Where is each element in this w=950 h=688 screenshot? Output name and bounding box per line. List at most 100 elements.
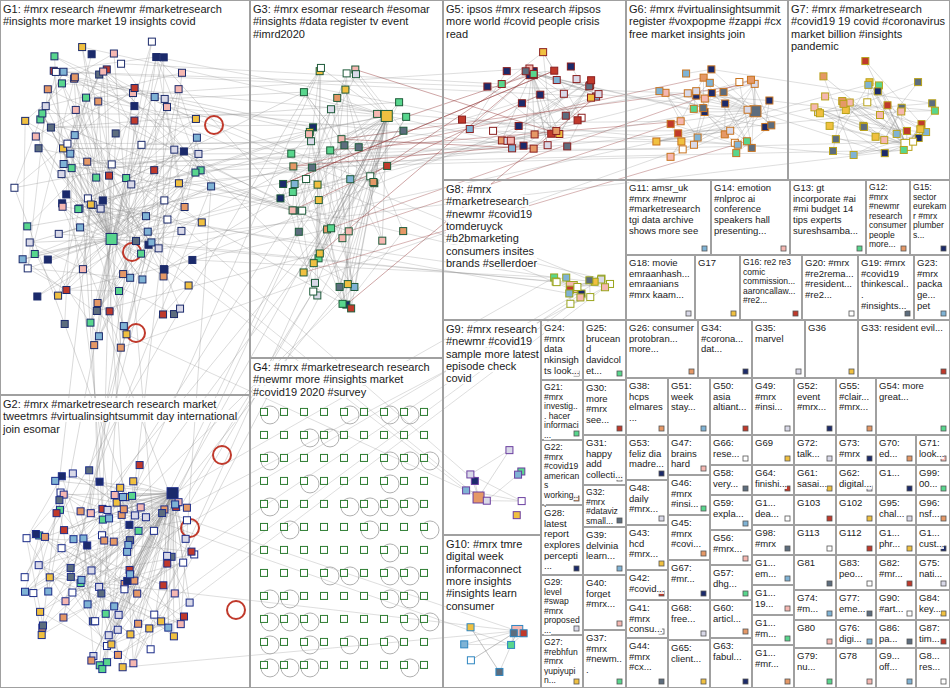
vertex <box>675 130 682 137</box>
label-block: G55: #clair... #mrx... <box>839 381 873 413</box>
group-label: G30: more #mrx see... <box>586 382 609 425</box>
vertex <box>185 282 192 289</box>
vertex <box>463 487 470 494</box>
vertex <box>106 172 113 179</box>
vertex <box>659 679 664 684</box>
group-box: G96: nsf... <box>916 495 950 525</box>
vertex <box>106 233 117 244</box>
label-block: G68: free... <box>671 603 707 624</box>
vertex <box>617 566 622 571</box>
group-label: G24: #mrx data nkinsights look... <box>544 322 579 376</box>
network-edge <box>91 493 172 660</box>
network-edge <box>870 82 907 145</box>
vertex <box>941 311 946 316</box>
label-block: G96: nsf... <box>919 498 947 519</box>
label-block: G53: feliz dia madre... <box>629 438 665 470</box>
vertex <box>381 523 388 530</box>
vertex <box>872 133 879 140</box>
network-edge <box>112 164 475 481</box>
vertex <box>602 284 609 291</box>
vertex <box>566 290 573 297</box>
vertex <box>484 83 491 90</box>
group-label: G51: week stay... <box>671 380 696 412</box>
vertex <box>60 614 67 621</box>
vertex <box>865 81 872 88</box>
vertex <box>941 516 946 521</box>
vertex <box>827 679 832 684</box>
vertex <box>126 521 133 528</box>
network-edge <box>470 450 509 474</box>
label-block: G43: hcd #mrx... <box>629 528 665 560</box>
vertex <box>281 592 288 599</box>
network-edge <box>14 144 67 188</box>
vertex <box>540 49 547 56</box>
label-block: G71: look... <box>919 438 947 459</box>
vertex <box>461 641 468 648</box>
vertex <box>30 590 37 597</box>
vertex <box>577 294 584 301</box>
group-box: G8... res... <box>916 648 950 688</box>
label-block: G49: #mrx #insi... <box>755 381 791 413</box>
vertex <box>747 76 754 83</box>
vertex <box>867 516 872 521</box>
vertex <box>900 146 907 153</box>
network-edge <box>114 504 175 541</box>
vertex <box>347 176 354 183</box>
label-block: G82: #mr... <box>879 558 913 579</box>
vertex <box>513 512 520 519</box>
network-edge <box>865 61 921 124</box>
label-block: G10: #mrx tmre digital week informaconne… <box>446 538 540 612</box>
group-label: G9: #mrx research #newmr #covid19 sample… <box>446 323 539 384</box>
network-edge <box>346 97 596 305</box>
vertex <box>907 639 912 644</box>
group-label: G96: nsf... <box>919 497 940 519</box>
group-box: G11: amsr_uk #mrx #newmr #marketresearch… <box>626 180 711 255</box>
vertex <box>766 97 773 104</box>
vertex <box>473 492 484 503</box>
vertex <box>384 162 391 169</box>
vertex <box>26 239 33 246</box>
network-edge <box>62 476 102 593</box>
vertex <box>483 497 490 504</box>
vertex <box>75 206 82 213</box>
vertex <box>401 454 408 461</box>
network-edge <box>123 493 173 667</box>
vertex <box>62 598 69 605</box>
group-box: G55: #clair... #mrx... <box>836 378 876 435</box>
label-block: G38: hcps elmares... <box>629 381 665 424</box>
group-label: G86: pa... <box>879 622 900 644</box>
group-box: G75: nati... <box>916 555 950 590</box>
vertex <box>114 626 121 633</box>
group-box: G6: #mrx #virtualinsightsummit register … <box>626 0 788 180</box>
vertex <box>68 165 75 172</box>
group-label: G14: emotion #nlproc ai conference speak… <box>714 182 771 236</box>
vertex <box>884 102 891 109</box>
network-edge <box>524 98 591 146</box>
vertex <box>180 148 187 155</box>
vertex <box>321 592 328 599</box>
label-block: G62: digital... <box>839 468 873 489</box>
vertex <box>60 161 67 168</box>
vertex <box>793 311 798 316</box>
vertex <box>281 638 288 645</box>
vertex <box>301 661 308 668</box>
vertex <box>261 431 268 438</box>
label-block: G5: ipsos #mrx research #ipsos more worl… <box>446 3 623 40</box>
network-edge <box>330 121 680 150</box>
vertex <box>915 79 922 86</box>
vertex <box>734 141 741 148</box>
network-edge <box>534 74 705 112</box>
network-edge <box>54 71 114 542</box>
vertex <box>849 311 854 316</box>
vertex <box>421 615 428 622</box>
vertex <box>743 591 748 596</box>
self-loop <box>213 446 231 464</box>
network-edge <box>293 78 703 167</box>
vertex <box>77 508 84 515</box>
network-edge <box>128 545 191 552</box>
vertex <box>929 100 936 107</box>
vertex <box>588 77 595 84</box>
self-loop <box>261 498 279 516</box>
vertex <box>139 276 146 283</box>
vertex <box>370 178 377 185</box>
